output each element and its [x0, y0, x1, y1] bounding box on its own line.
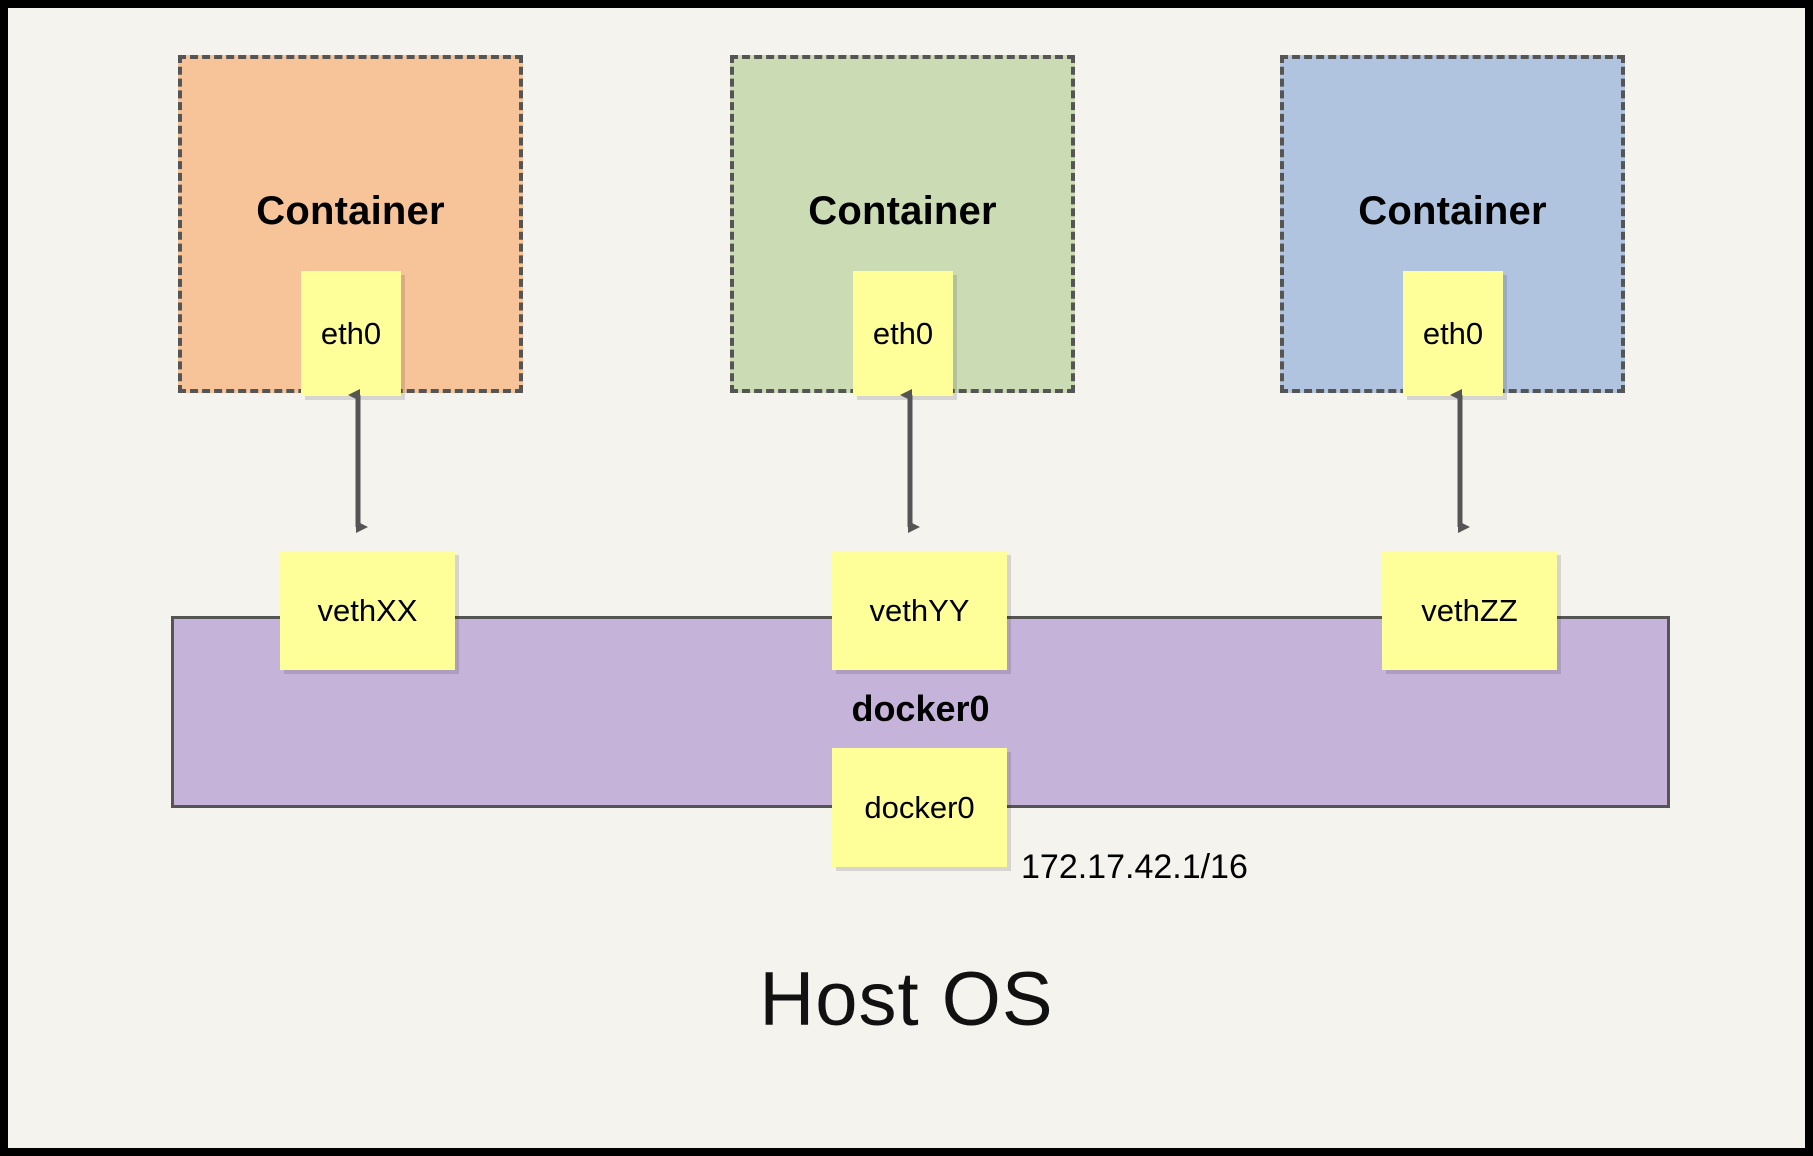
- veth-box-1[interactable]: vethXX: [280, 551, 455, 670]
- docker0-ip-label: 172.17.42.1/16: [1021, 848, 1248, 886]
- link-arrow-1: [348, 389, 368, 533]
- veth-box-3[interactable]: vethZZ: [1382, 551, 1557, 670]
- veth-label-2: vethYY: [869, 592, 970, 628]
- link-arrow-2: [900, 389, 920, 533]
- eth0-label-1: eth0: [320, 315, 382, 351]
- eth0-box-2[interactable]: eth0: [853, 271, 953, 396]
- eth0-box-3[interactable]: eth0: [1403, 271, 1503, 396]
- container-title-1: Container: [256, 189, 445, 233]
- link-arrow-3: [1450, 389, 1470, 533]
- docker0-interface-box[interactable]: docker0: [832, 748, 1007, 867]
- veth-box-2[interactable]: vethYY: [832, 551, 1007, 670]
- container-title-3: Container: [1358, 189, 1547, 233]
- veth-label-3: vethZZ: [1421, 592, 1518, 628]
- eth0-label-2: eth0: [872, 315, 934, 351]
- container-title-2: Container: [808, 189, 997, 233]
- docker0-bridge-label: docker0: [851, 688, 990, 729]
- diagram-stage: Container eth0 Container eth0 Container …: [8, 8, 1805, 1148]
- eth0-box-1[interactable]: eth0: [301, 271, 401, 396]
- host-os-title: Host OS: [759, 957, 1054, 1042]
- docker0-interface-label: docker0: [864, 789, 975, 825]
- eth0-label-3: eth0: [1422, 315, 1484, 351]
- veth-label-1: vethXX: [317, 592, 418, 628]
